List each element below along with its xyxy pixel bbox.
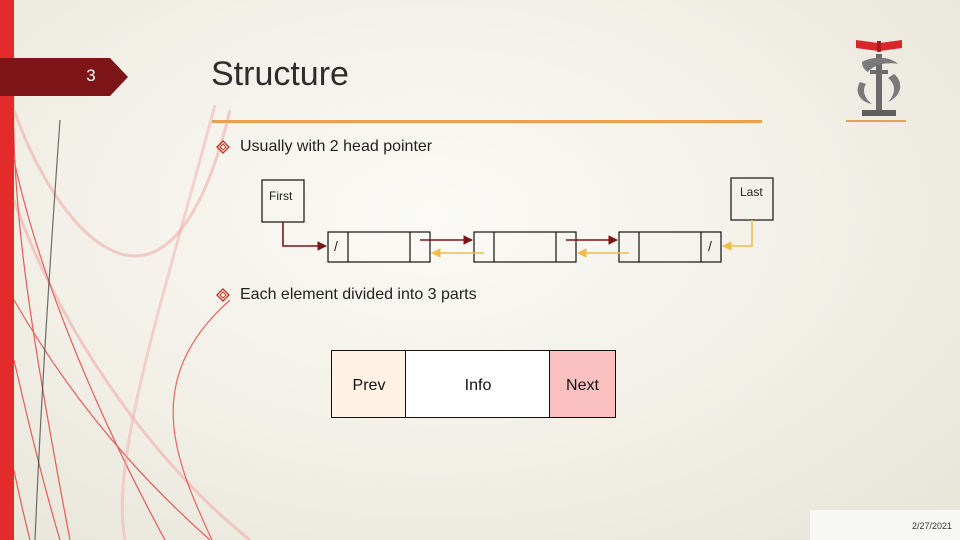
- diamond-bullet-icon: [216, 140, 230, 154]
- logo-underline: [846, 120, 906, 122]
- bullet-three-parts: Each element divided into 3 parts: [216, 286, 477, 304]
- left-accent-bar: [0, 0, 14, 540]
- slide-date: 2/27/2021: [810, 510, 960, 540]
- slide-number: 3: [86, 66, 96, 85]
- null-next-symbol: /: [708, 238, 712, 254]
- bullet-text: Usually with 2 head pointer: [240, 138, 433, 155]
- title-underline: [212, 120, 762, 123]
- last-pointer-arrow: [722, 220, 753, 251]
- part-info-label: Info: [464, 377, 492, 394]
- part-next: Next: [549, 350, 616, 418]
- slide-number-badge: [0, 58, 128, 96]
- list-node-3: [618, 231, 722, 263]
- list-node-1: [327, 231, 431, 263]
- bullet-head-pointer: Usually with 2 head pointer: [216, 138, 432, 156]
- list-node-2: [473, 231, 577, 263]
- last-label: Last: [740, 185, 763, 199]
- part-prev-label: Prev: [352, 377, 386, 394]
- part-info: Info: [405, 350, 551, 418]
- part-prev: Prev: [331, 350, 407, 418]
- null-prev-symbol: /: [334, 238, 338, 254]
- institution-logo: [856, 40, 902, 116]
- slide-title: Structure: [211, 55, 349, 93]
- first-pointer-arrow: [282, 222, 327, 251]
- first-label: First: [269, 189, 293, 203]
- diamond-bullet-icon: [216, 288, 230, 302]
- part-next-label: Next: [566, 377, 599, 394]
- bullet-text: Each element divided into 3 parts: [240, 286, 477, 303]
